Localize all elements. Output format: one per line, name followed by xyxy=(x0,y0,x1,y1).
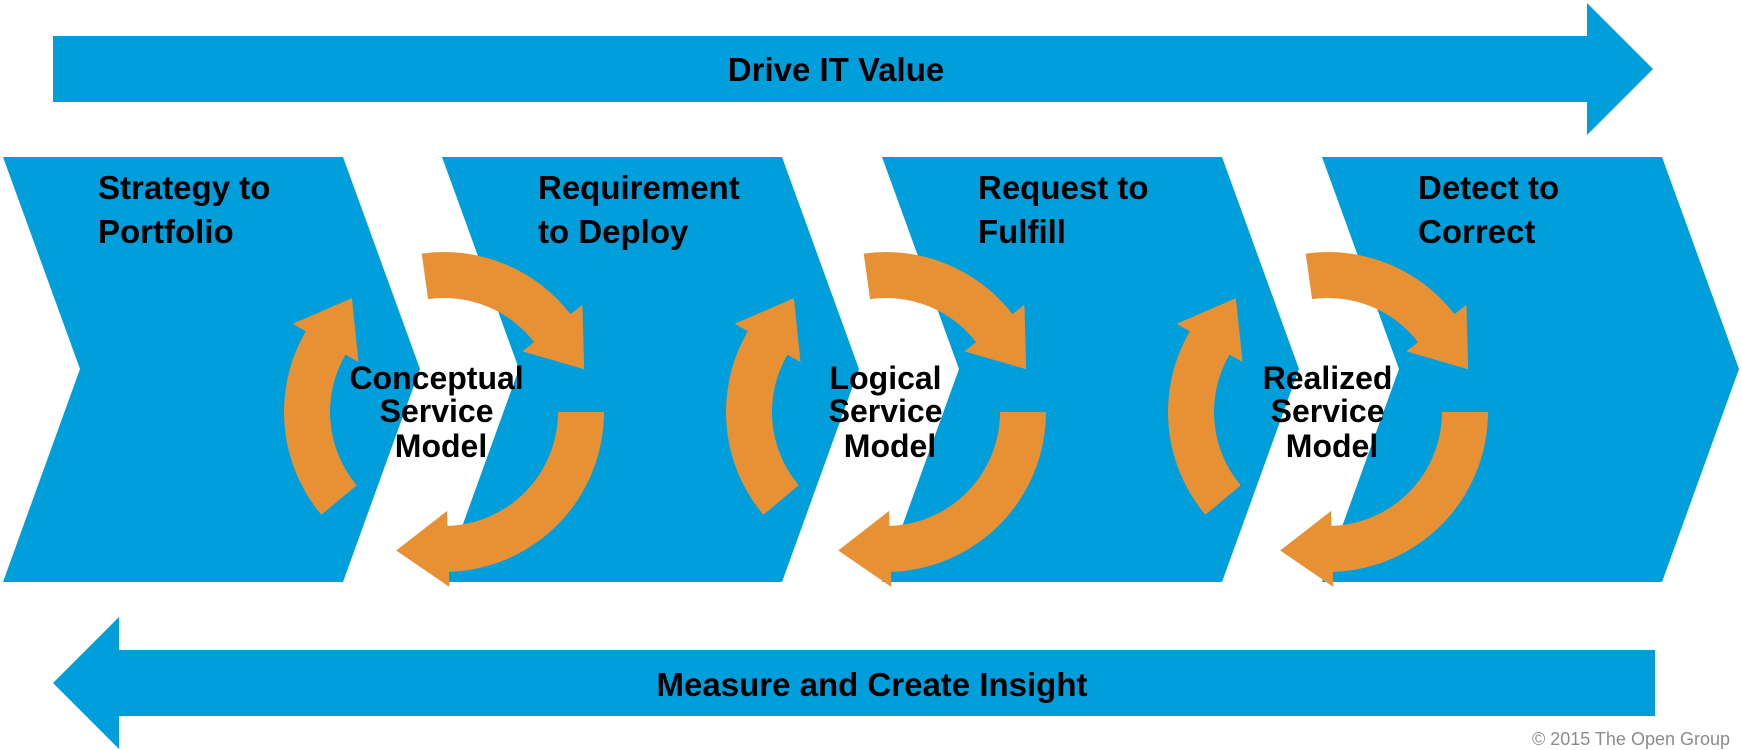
cycle-arrows-icon-1 xyxy=(284,252,604,587)
service-model-label-3: Realized Service Model xyxy=(1263,360,1402,464)
measure-insight-arrow xyxy=(53,617,1655,749)
cycle-arrow-segment-left-1 xyxy=(284,298,359,515)
value-stream-label-3-line2: Fulfill xyxy=(978,213,1066,250)
cycle-arrows-icon-2 xyxy=(726,252,1046,587)
service-model-label-1-line3: Model xyxy=(395,428,487,464)
drive-it-value-arrow xyxy=(53,3,1653,135)
value-stream-label-1-line1: Strategy to xyxy=(98,169,270,206)
cycle-arrow-segment-top-2 xyxy=(863,252,1027,370)
measure-insight-label: Measure and Create Insight xyxy=(657,666,1088,703)
value-stream-label-2: Requirement to Deploy xyxy=(538,169,749,250)
cycle-arrow-segment-right-2 xyxy=(838,412,1046,587)
service-model-label-2: Logical Service Model xyxy=(829,360,952,464)
value-stream-label-3: Request to Fulfill xyxy=(978,169,1158,250)
cycle-arrow-segment-right-1 xyxy=(396,412,604,587)
drive-it-value-label: Drive IT Value xyxy=(728,51,944,88)
value-stream-label-4-line1: Detect to xyxy=(1418,169,1559,206)
value-stream-label-1: Strategy to Portfolio xyxy=(98,169,280,250)
value-stream-label-2-line2: to Deploy xyxy=(538,213,689,250)
service-model-label-3-line1: Realized xyxy=(1263,360,1393,396)
value-stream-label-1-line2: Portfolio xyxy=(98,213,234,250)
value-stream-label-2-line1: Requirement xyxy=(538,169,740,206)
service-model-label-3-line2: Service xyxy=(1271,393,1385,429)
cycle-arrow-segment-top-3 xyxy=(1305,252,1469,370)
service-model-label-1: Conceptual Service Model xyxy=(349,360,532,464)
service-model-label-1-line1: Conceptual xyxy=(349,360,523,396)
service-model-label-2-line2: Service xyxy=(829,393,943,429)
cycle-arrow-segment-left-2 xyxy=(726,298,801,515)
service-model-label-1-line2: Service xyxy=(380,393,494,429)
cycle-arrow-segment-right-3 xyxy=(1280,412,1488,587)
service-model-label-2-line1: Logical xyxy=(830,360,942,396)
cycle-arrows-icon-3 xyxy=(1168,252,1488,587)
cycle-arrow-segment-left-3 xyxy=(1168,298,1243,515)
value-stream-label-4: Detect to Correct xyxy=(1418,169,1568,250)
value-stream-label-3-line1: Request to xyxy=(978,169,1149,206)
value-stream-label-4-line2: Correct xyxy=(1418,213,1535,250)
copyright-text: © 2015 The Open Group xyxy=(1532,729,1730,749)
service-model-label-3-line3: Model xyxy=(1286,428,1378,464)
cycle-arrow-segment-top-1 xyxy=(421,252,585,370)
service-model-label-2-line3: Model xyxy=(844,428,936,464)
